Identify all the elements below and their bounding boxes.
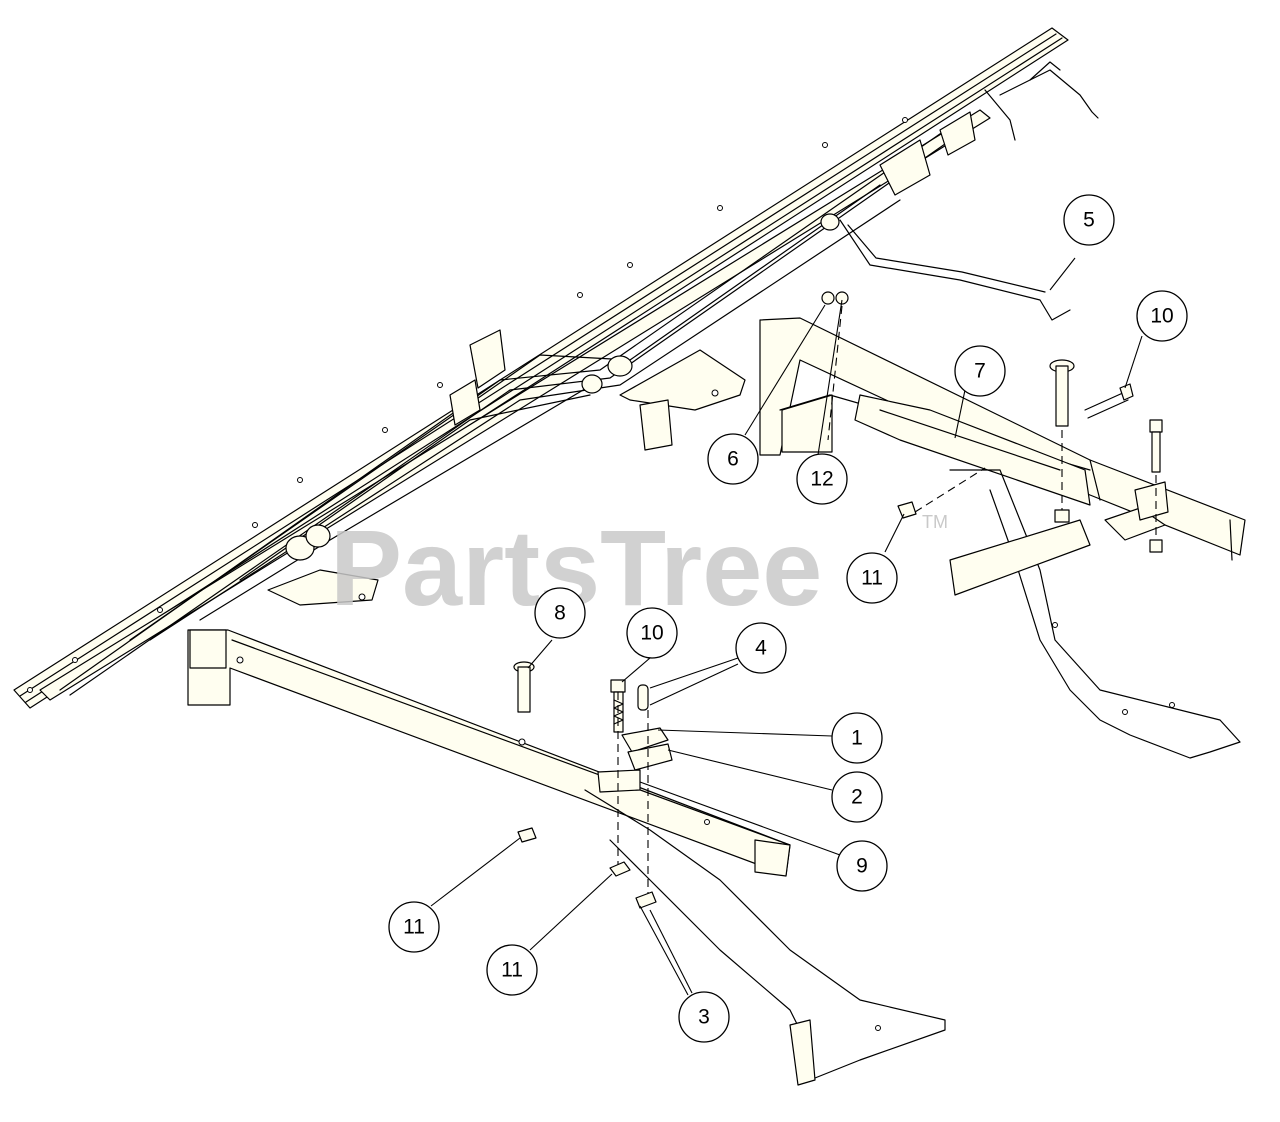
callouts: 5 10 7 6 12 11 8 10 bbox=[388, 194, 1188, 1043]
svg-text:8: 8 bbox=[554, 602, 566, 625]
watermark-trademark: TM bbox=[922, 512, 948, 532]
svg-text:3: 3 bbox=[698, 1006, 710, 1029]
callout-10-lower[interactable]: 10 bbox=[626, 607, 678, 659]
svg-text:2: 2 bbox=[851, 786, 863, 809]
svg-text:11: 11 bbox=[861, 567, 883, 590]
callout-4[interactable]: 4 bbox=[735, 622, 787, 674]
callout-10-upper[interactable]: 10 bbox=[1136, 290, 1188, 342]
leader-lines bbox=[430, 257, 1143, 996]
deck-rail-assembly bbox=[13, 27, 1099, 709]
front-leg bbox=[584, 789, 946, 1086]
callout-11-upper[interactable]: 11 bbox=[846, 552, 898, 604]
svg-text:10: 10 bbox=[1150, 305, 1173, 328]
callout-11-left[interactable]: 11 bbox=[388, 901, 440, 953]
callout-9[interactable]: 9 bbox=[836, 840, 888, 892]
svg-text:9: 9 bbox=[856, 855, 868, 878]
svg-text:5: 5 bbox=[1083, 209, 1095, 232]
hinge-plates bbox=[267, 349, 746, 606]
svg-text:11: 11 bbox=[403, 916, 425, 939]
right-leg bbox=[949, 469, 1241, 759]
hardware bbox=[513, 219, 1163, 909]
rear-frame-tube bbox=[759, 317, 1246, 561]
svg-text:7: 7 bbox=[974, 360, 986, 383]
callout-12[interactable]: 12 bbox=[796, 453, 848, 505]
svg-text:12: 12 bbox=[810, 468, 833, 491]
callout-3[interactable]: 3 bbox=[678, 991, 730, 1043]
svg-text:10: 10 bbox=[640, 622, 663, 645]
front-cross-tube bbox=[187, 629, 791, 877]
svg-text:11: 11 bbox=[501, 959, 523, 982]
svg-text:6: 6 bbox=[727, 448, 739, 471]
callout-6[interactable]: 6 bbox=[707, 433, 759, 485]
callout-2[interactable]: 2 bbox=[831, 771, 883, 823]
svg-text:4: 4 bbox=[755, 637, 767, 660]
callout-11-middle[interactable]: 11 bbox=[486, 944, 538, 996]
callout-5[interactable]: 5 bbox=[1063, 194, 1115, 246]
svg-text:1: 1 bbox=[851, 727, 863, 750]
callout-7[interactable]: 7 bbox=[954, 345, 1006, 397]
callout-1[interactable]: 1 bbox=[831, 712, 883, 764]
callout-8[interactable]: 8 bbox=[534, 587, 586, 639]
